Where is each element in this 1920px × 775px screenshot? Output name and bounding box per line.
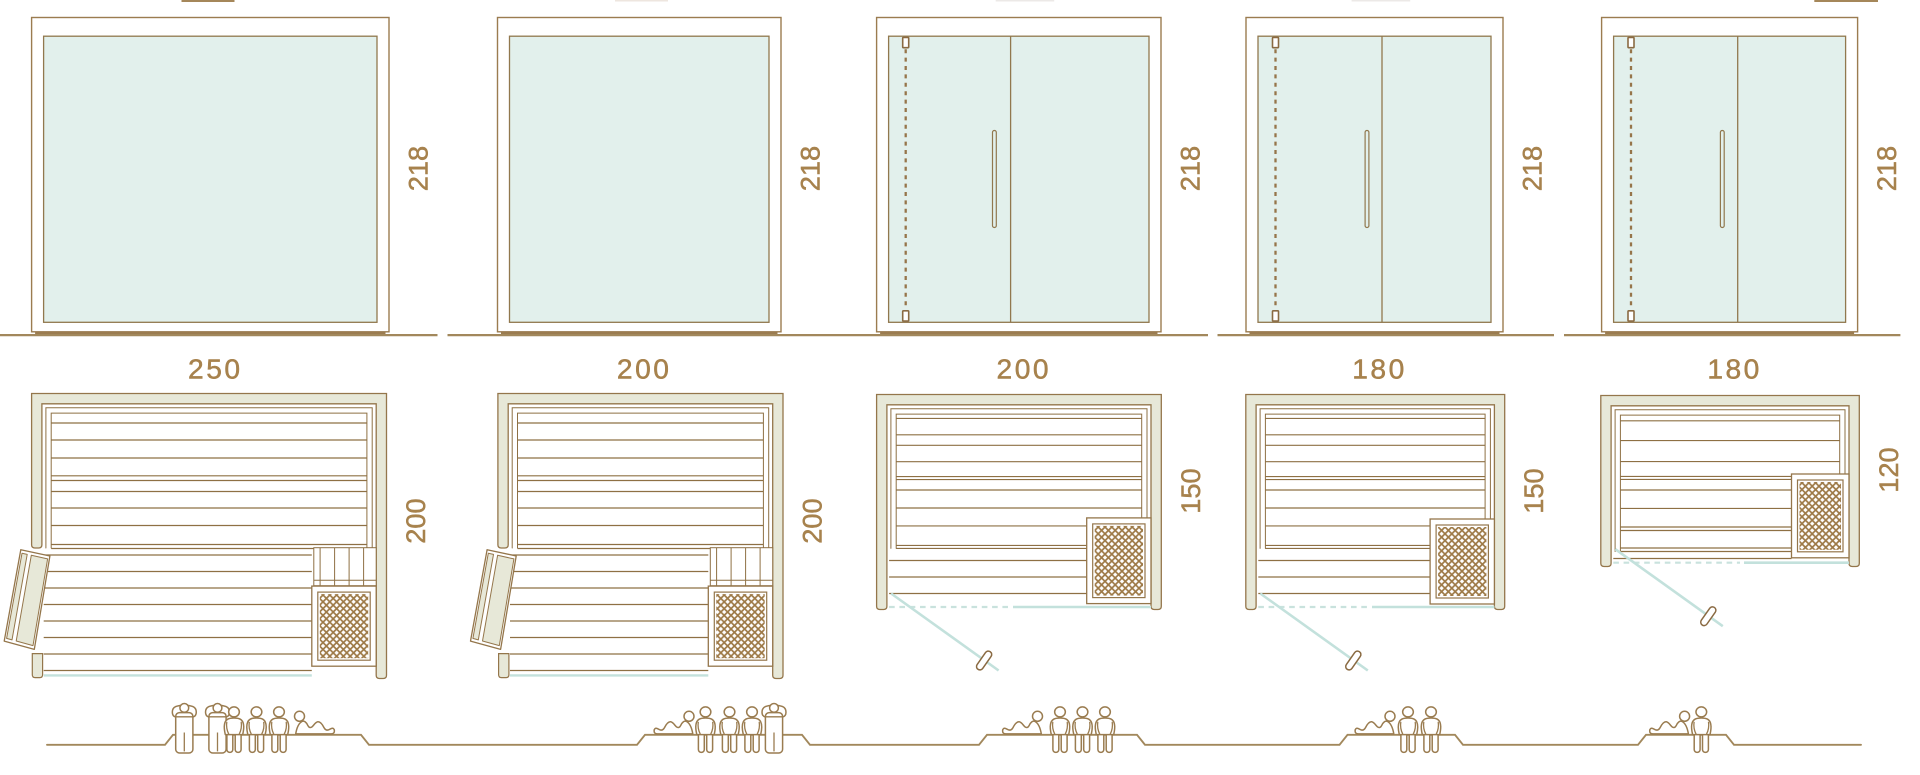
svg-text:150: 150 — [1518, 468, 1549, 513]
svg-text:218: 218 — [403, 146, 434, 191]
svg-text:180: 180 — [1707, 353, 1762, 385]
svg-text:120: 120 — [1873, 447, 1904, 492]
svg-text:250: 250 — [188, 353, 243, 385]
svg-text:180: 180 — [1352, 353, 1407, 385]
svg-text:218: 218 — [795, 146, 826, 191]
svg-text:200: 200 — [400, 498, 431, 543]
svg-text:218: 218 — [1175, 146, 1206, 191]
svg-text:218: 218 — [1871, 146, 1902, 191]
svg-text:150: 150 — [1175, 468, 1206, 513]
svg-text:218: 218 — [1517, 146, 1548, 191]
svg-text:200: 200 — [617, 353, 672, 385]
svg-text:200: 200 — [797, 498, 828, 543]
svg-text:200: 200 — [997, 353, 1052, 385]
